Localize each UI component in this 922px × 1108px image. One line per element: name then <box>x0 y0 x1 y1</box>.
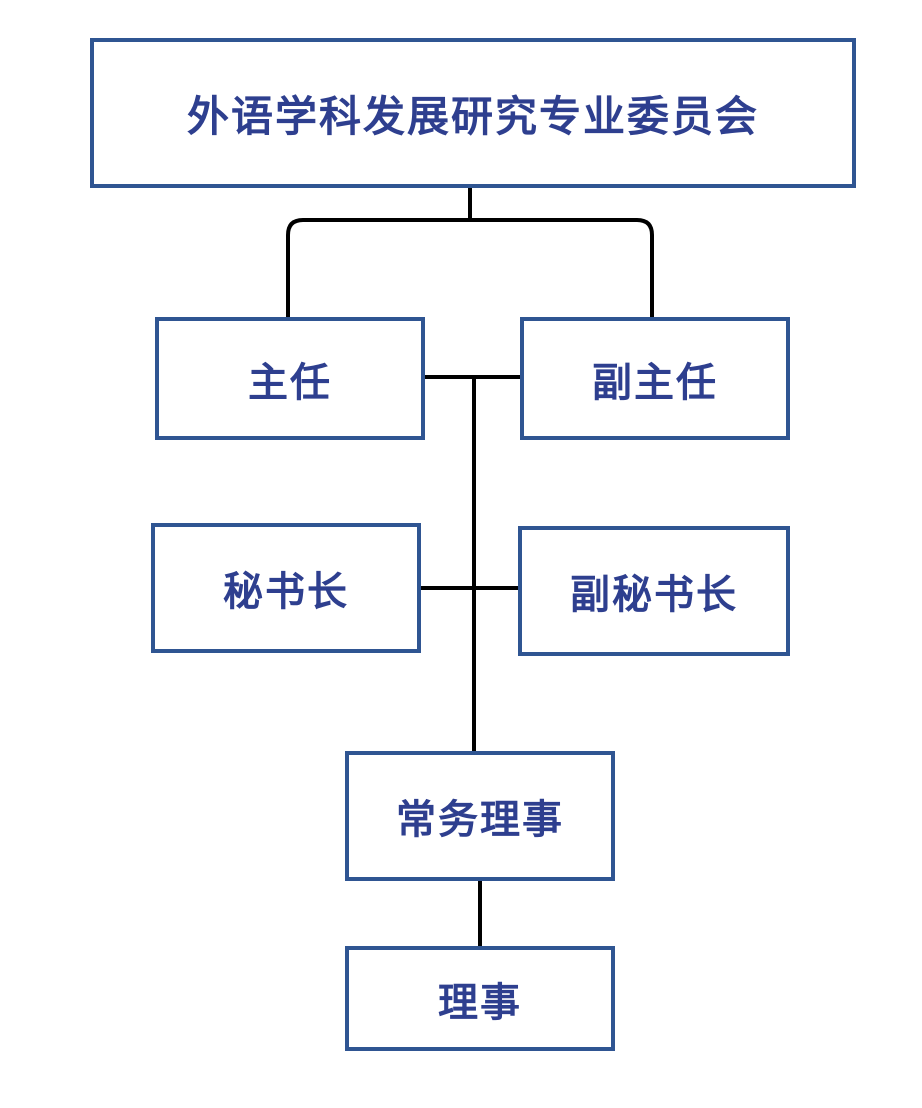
org-node-chair-label: 主任 <box>248 359 332 406</box>
org-node-deputy-secretary-general: 副秘书长 <box>518 526 790 656</box>
org-node-directors: 理事 <box>345 946 615 1051</box>
org-node-executive-directors-label: 常务理事 <box>396 797 564 843</box>
org-node-vice-chair-label: 副主任 <box>592 359 718 406</box>
connector-root-branches <box>286 218 654 318</box>
org-node-executive-directors: 常务理事 <box>345 751 615 881</box>
org-node-vice-chair: 副主任 <box>520 317 790 440</box>
org-node-committee-label: 外语学科发展研究专业委员会 <box>186 91 759 141</box>
org-node-directors-label: 理事 <box>438 979 522 1026</box>
org-node-secretary-general: 秘书长 <box>151 523 421 653</box>
org-node-committee: 外语学科发展研究专业委员会 <box>90 38 856 188</box>
org-node-deputy-secretary-general-label: 副秘书长 <box>570 572 738 618</box>
org-node-chair: 主任 <box>155 317 425 440</box>
org-node-secretary-general-label: 秘书长 <box>223 569 349 615</box>
